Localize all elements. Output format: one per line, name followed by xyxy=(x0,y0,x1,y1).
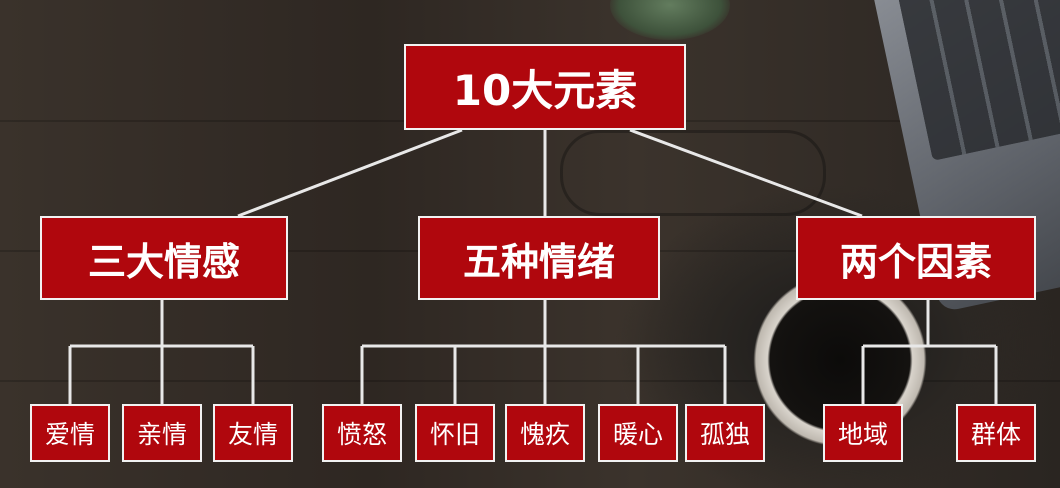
root-node: 10大元素 xyxy=(404,44,686,130)
connector-root-group-1 xyxy=(237,128,463,218)
group-node-emotions: 三大情感 xyxy=(40,216,288,300)
group-node-factors: 两个因素 xyxy=(796,216,1036,300)
connector-root-group-3 xyxy=(629,128,863,218)
leaf-node: 愧疚 xyxy=(505,404,585,462)
leaf-node: 亲情 xyxy=(122,404,202,462)
leaf-node: 友情 xyxy=(213,404,293,462)
leaf-node: 孤独 xyxy=(685,404,765,462)
group-node-moods: 五种情绪 xyxy=(418,216,660,300)
glasses-decoration xyxy=(560,130,826,216)
leaf-node: 怀旧 xyxy=(415,404,495,462)
leaf-node: 暖心 xyxy=(598,404,678,462)
leaf-node: 愤怒 xyxy=(322,404,402,462)
leaf-node: 地域 xyxy=(823,404,903,462)
leaf-node: 群体 xyxy=(956,404,1036,462)
leaf-node: 爱情 xyxy=(30,404,110,462)
